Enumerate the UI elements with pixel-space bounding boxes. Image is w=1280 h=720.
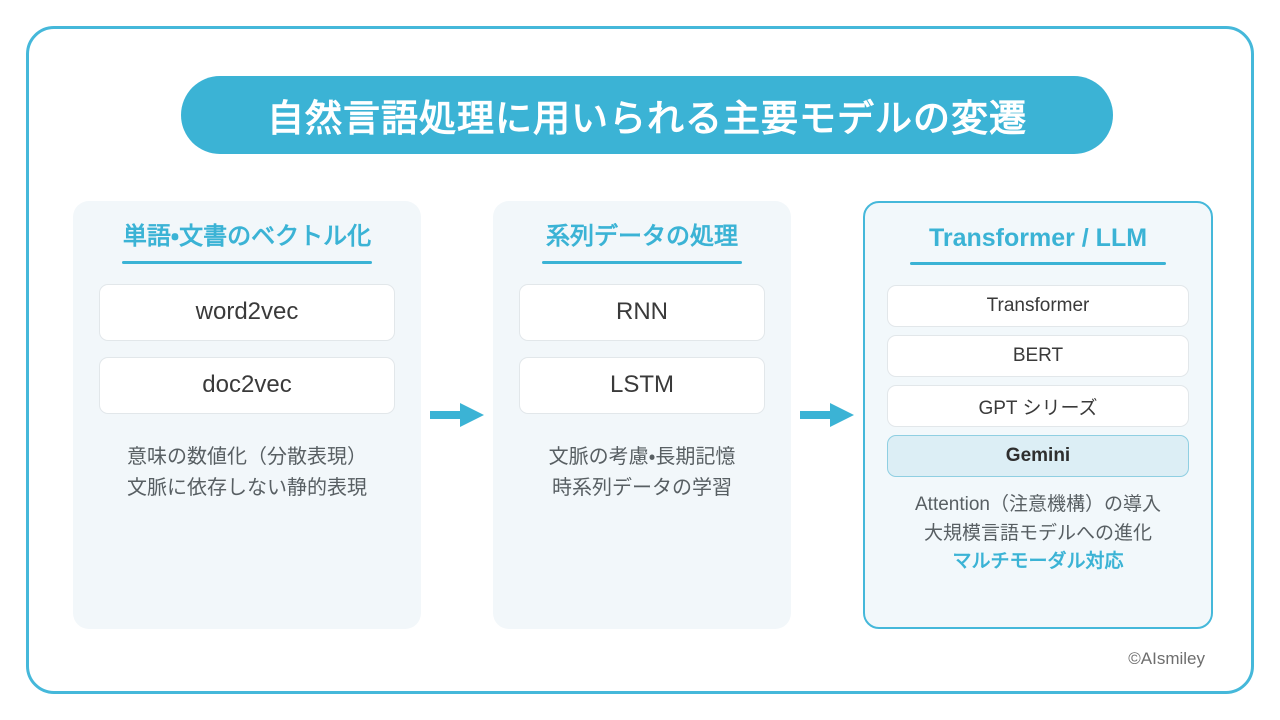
description-line: 大規模言語モデルへの進化 bbox=[923, 522, 1152, 544]
description-line: 文脈に依存しない静的表現 bbox=[127, 476, 367, 499]
column-sequence-processing: 系列データの処理 RNN LSTM 文脈の考慮・長期記憶 時系列データの学習 bbox=[493, 201, 791, 629]
model-card[interactable]: doc2vec bbox=[99, 356, 395, 414]
column-1-heading: 単語・文書のベクトル化 bbox=[122, 223, 372, 250]
column-2-heading: 系列データの処理 bbox=[546, 223, 738, 250]
column-transformer-llm: Transformer / LLM Transformer BERT GPT シ… bbox=[863, 201, 1213, 629]
column-3-underline bbox=[910, 262, 1166, 265]
copyright-credit: ©AIsmiley bbox=[1128, 649, 1205, 668]
column-word-vectorization: 単語・文書のベクトル化 word2vec doc2vec 意味の数値化（分散表現… bbox=[73, 201, 421, 629]
column-3-description: Attention（注意機構）の導入 大規模言語モデルへの進化 マルチモーダル対… bbox=[887, 491, 1189, 577]
description-line: 時系列データの学習 bbox=[552, 476, 732, 499]
slide-title-pill: 自然言語処理に用いられる主要モデルの変遷 bbox=[181, 76, 1113, 154]
description-line: Attention（注意機構）の導入 bbox=[915, 494, 1161, 515]
model-card[interactable]: BERT bbox=[887, 335, 1189, 377]
description-line-accent: マルチモーダル対応 bbox=[952, 551, 1124, 572]
column-2-underline bbox=[542, 260, 742, 264]
column-1-underline bbox=[122, 260, 372, 264]
description-line: 意味の数値化（分散表現） bbox=[127, 445, 367, 468]
model-card[interactable]: RNN bbox=[519, 283, 765, 341]
slide-frame: 自然言語処理に用いられる主要モデルの変遷 単語・文書のベクトル化 word2ve… bbox=[26, 26, 1254, 694]
page-title: 自然言語処理に用いられる主要モデルの変遷 bbox=[267, 98, 1027, 139]
column-3-heading: Transformer / LLM bbox=[928, 224, 1148, 252]
column-1-card-list: word2vec doc2vec bbox=[99, 283, 395, 414]
model-card-highlighted[interactable]: Gemini bbox=[887, 435, 1189, 477]
column-3-card-list: Transformer BERT GPT シリーズ Gemini bbox=[887, 285, 1189, 477]
column-2-card-list: RNN LSTM bbox=[519, 283, 765, 414]
column-1-description: 意味の数値化（分散表現） 文脈に依存しない静的表現 bbox=[99, 442, 395, 504]
arrow-col1-to-col2 bbox=[421, 201, 493, 629]
description-line: 文脈の考慮・長期記憶 bbox=[548, 445, 736, 468]
model-card[interactable]: word2vec bbox=[99, 283, 395, 341]
model-card[interactable]: Transformer bbox=[887, 285, 1189, 327]
model-card[interactable]: LSTM bbox=[519, 356, 765, 414]
model-card[interactable]: GPT シリーズ bbox=[887, 385, 1189, 427]
arrow-col2-to-col3 bbox=[791, 201, 863, 629]
pipeline-columns: 単語・文書のベクトル化 word2vec doc2vec 意味の数値化（分散表現… bbox=[73, 201, 1213, 629]
column-2-description: 文脈の考慮・長期記憶 時系列データの学習 bbox=[519, 442, 765, 504]
